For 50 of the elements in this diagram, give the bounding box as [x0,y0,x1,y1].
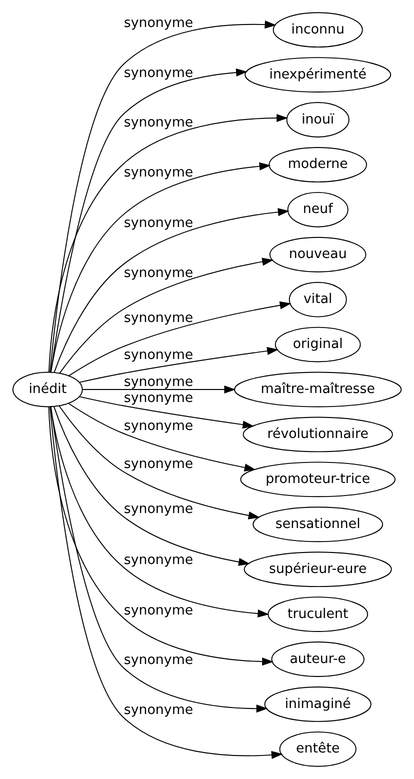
edge-label: synonyme [124,457,194,472]
arrow [48,406,274,666]
arrow [79,396,254,429]
node-ellipse: nouveau [269,236,366,272]
arrow [79,347,279,383]
node-ellipse: neuf [287,192,348,228]
arrow [68,301,292,376]
edge-label: synonyme [124,603,194,618]
edge-label: synonyme [124,66,194,81]
node-ellipse: moderne [268,147,368,182]
edge-label: synonyme [124,653,194,668]
node-ellipse: auteur-e [271,642,364,677]
arrow [68,402,256,472]
edge-label: synonyme [124,418,194,434]
node-ellipse: original [274,326,361,362]
edge-label: synonyme [124,266,194,281]
arrow [50,406,283,759]
edge-label: synonyme [124,165,194,180]
node-ellipse: vital [288,282,347,318]
arrow [54,208,290,374]
node-ellipse: sensationnel [252,506,384,542]
node-ellipse: inconnu [272,12,363,48]
node-ellipse: entête [279,731,356,767]
arrow [50,68,248,373]
arrow [50,162,271,373]
node-ellipse: inédit [12,372,83,408]
node-ellipse: inimaginé [264,686,372,722]
arrow [82,385,236,394]
arrow [50,406,268,713]
edge-label: synonyme [124,702,194,718]
arrow [59,258,274,374]
node-ellipse: supérieur-eure [244,552,392,588]
edge-label: synonyme [124,374,194,390]
edge-label: synonyme [124,116,194,131]
arrow [50,20,276,373]
arrow [58,406,260,520]
node-ellipse: maître-maîtresse [234,372,402,408]
edge-label: synonyme [124,216,194,232]
edge-label: synonyme [124,348,194,364]
edge-label: synonyme [124,502,194,518]
node-ellipse: inouï [286,102,350,138]
edge-label: synonyme [124,391,194,406]
edge-label: synonyme [124,552,194,568]
node-ellipse: truculent [268,596,368,632]
edge-label: synonyme [124,310,194,326]
arrow [50,406,270,618]
arrow [48,114,288,373]
edge-label: synonyme [124,16,194,32]
arrow [54,406,250,566]
node-ellipse: inexpérimenté [244,57,392,92]
